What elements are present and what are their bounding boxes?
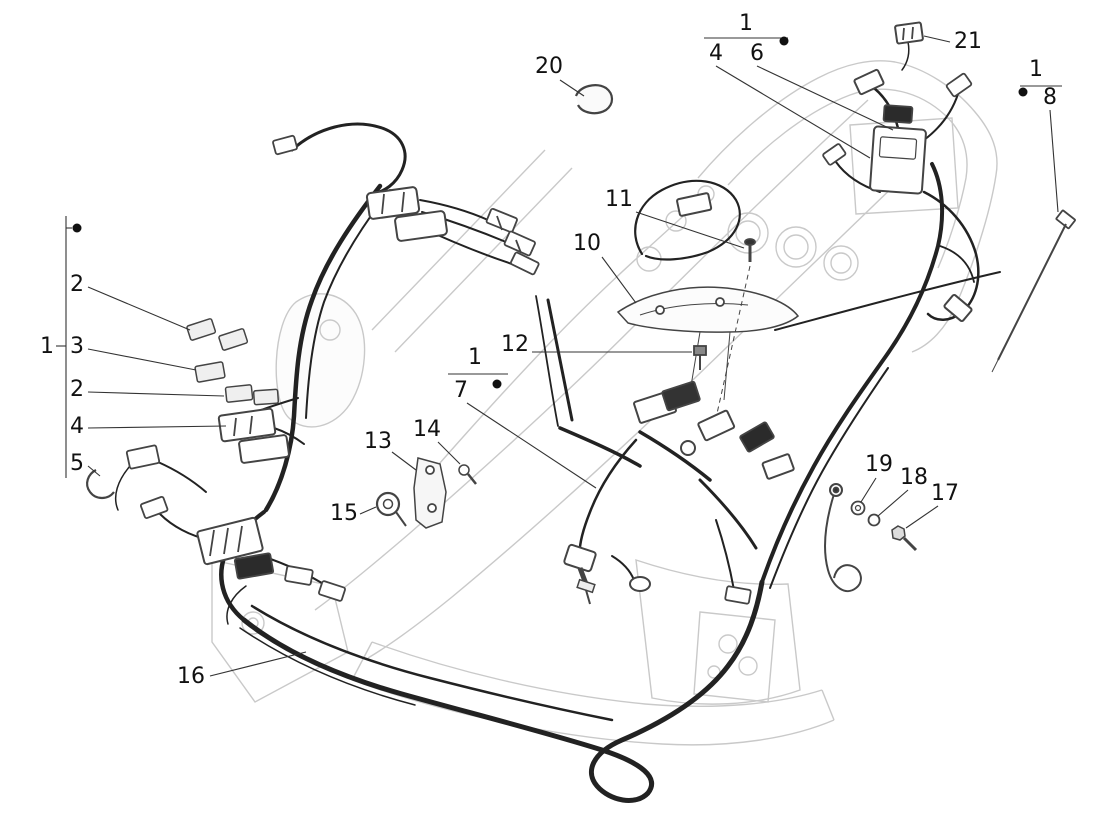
callout-3[interactable]: 3 [70, 334, 84, 359]
harness-guard [616, 286, 800, 401]
washer [867, 513, 881, 527]
fuse-box [217, 407, 290, 464]
multi-pin-connector [139, 495, 346, 602]
spark-plug [563, 543, 651, 605]
callout-5[interactable]: 5 [70, 451, 84, 476]
callout-19[interactable]: 19 [865, 452, 893, 477]
hardware-parts [86, 21, 1076, 605]
connector [676, 192, 713, 217]
callout-17[interactable]: 17 [931, 481, 959, 506]
callout-2-upper[interactable]: 2 [70, 272, 84, 297]
callout-11[interactable]: 11 [605, 187, 633, 212]
callout-1-mid[interactable]: 1 [468, 345, 482, 370]
p-clamp [375, 491, 407, 527]
mounting-bracket [413, 457, 447, 529]
callout-1-right[interactable]: 1 [1029, 57, 1043, 82]
starter-relay-block [822, 68, 973, 323]
callout-20[interactable]: 20 [535, 54, 563, 79]
callout-4-top[interactable]: 4 [709, 41, 723, 66]
screw [715, 238, 756, 419]
callout-labels: 1 4 6 21 20 1 8 1 2 3 2 4 5 11 10 12 1 7… [40, 11, 1057, 689]
ecu-connectors [633, 380, 795, 605]
connector [272, 134, 298, 156]
connector [894, 21, 924, 45]
callout-2-lower[interactable]: 2 [70, 377, 84, 402]
cable-tie [991, 209, 1076, 373]
callout-21[interactable]: 21 [954, 29, 982, 54]
cable-clamp [574, 84, 614, 115]
connector [485, 207, 540, 276]
callout-7[interactable]: 7 [454, 378, 468, 403]
callout-16[interactable]: 16 [177, 664, 205, 689]
cable-clamp [86, 469, 115, 500]
relay [125, 444, 161, 470]
callout-10[interactable]: 10 [573, 231, 601, 256]
ground-cable [824, 483, 862, 593]
bolt [693, 345, 707, 370]
callout-6[interactable]: 6 [750, 41, 764, 66]
callout-15[interactable]: 15 [330, 501, 358, 526]
leader-lines [56, 35, 1062, 677]
hex-bolt [891, 525, 918, 552]
bolt [458, 464, 477, 485]
relay-block [365, 186, 448, 242]
callout-1-left[interactable]: 1 [40, 334, 54, 359]
callout-8[interactable]: 8 [1043, 85, 1057, 110]
callout-4-left[interactable]: 4 [70, 414, 84, 439]
callout-12[interactable]: 12 [501, 332, 529, 357]
callout-13[interactable]: 13 [364, 429, 392, 454]
fuse-holders [186, 318, 280, 406]
washer [854, 504, 862, 512]
callout-1-top[interactable]: 1 [739, 11, 753, 36]
callout-14[interactable]: 14 [413, 417, 441, 442]
callout-18[interactable]: 18 [900, 465, 928, 490]
